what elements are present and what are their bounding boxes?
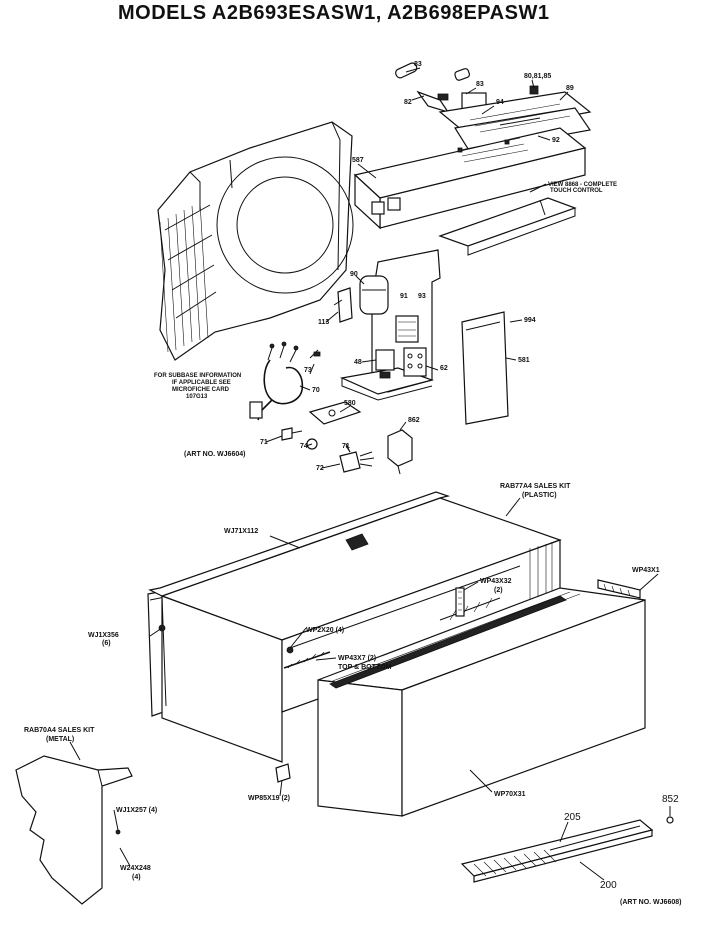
sleeve-leaders	[69, 497, 671, 881]
label-wp70x31: WP70X31	[494, 791, 526, 798]
label-wj71x112: WJ71X112	[224, 528, 258, 535]
art-number-1: (ART NO. WJ6604)	[184, 451, 245, 458]
callout-92: 92	[552, 137, 560, 144]
art-number-2: (ART NO. WJ6608)	[620, 899, 681, 906]
callout-70: 70	[312, 387, 320, 394]
label-w24x248-qty: (4)	[132, 874, 141, 881]
touch-control-panel	[438, 91, 592, 153]
electrical-plate	[339, 249, 441, 401]
label-wp43x32-qty: (2)	[494, 587, 503, 594]
clip	[275, 763, 291, 783]
callout-994: 994	[524, 317, 536, 324]
metal-sales-kit	[15, 755, 133, 905]
fan-shroud	[157, 121, 354, 361]
callout-48: 48	[354, 359, 362, 366]
callout-89: 89	[566, 85, 574, 92]
control-box	[353, 127, 587, 230]
callout-80: 80,81,85	[524, 73, 551, 80]
label-wj1x257: WJ1X257 (4)	[116, 807, 157, 814]
label-wp43x32: WP43X32	[480, 578, 512, 585]
label-wj1x356-qty: (6)	[102, 640, 111, 647]
diagram-title: MODELS A2B693ESASW1, A2B698EPASW1	[118, 2, 550, 24]
cover-panel	[461, 311, 509, 425]
callout-93: 93	[418, 293, 426, 300]
callout-view-b: TOUCH CONTROL	[550, 188, 603, 194]
callout-200: 200	[600, 880, 617, 891]
label-rab70a4-sub: (METAL)	[46, 736, 74, 743]
label-rab70a4: RAB70A4 SALES KIT	[24, 727, 95, 734]
callout-113: 113	[318, 319, 329, 326]
label-wp2x20: WP2X20 (4)	[306, 627, 344, 634]
label-rab77a4: RAB77A4 SALES KIT	[500, 483, 571, 490]
mounting-bracket	[438, 197, 577, 256]
upper-labels: 83 82 83 80,81,85 89 94 92 587 VIEW 8868…	[154, 61, 617, 472]
callout-62: 62	[440, 365, 448, 372]
callout-587: 587	[352, 157, 364, 164]
callout-580: 580	[344, 400, 356, 407]
label-wp43x1: WP43X1	[632, 567, 660, 574]
power-cord	[249, 341, 321, 421]
label-rab77a4-sub: (PLASTIC)	[522, 492, 557, 499]
front-grille	[317, 587, 646, 817]
label-wp43x7: WP43X7 (2)	[338, 655, 376, 662]
capacitor	[359, 275, 389, 315]
callout-view: VIEW 8868 - COMPLETE	[548, 182, 617, 188]
callout-852: 852	[662, 794, 679, 805]
sleeve-labels: RAB77A4 SALES KIT (PLASTIC) WJ71X112 WJ1…	[24, 483, 681, 906]
callout-581: 581	[518, 357, 530, 364]
capacitor-strap	[333, 287, 353, 323]
note-subbase-1: FOR SUBBASE INFORMATION	[154, 373, 241, 379]
callout-205: 205	[564, 812, 581, 823]
callout-82: 82	[404, 99, 412, 106]
note-subbase-4: 107G13	[186, 394, 208, 400]
label-top-bottom: TOP & BOTTOM	[338, 664, 391, 671]
callout-73: 73	[304, 367, 312, 374]
control-knobs	[395, 62, 539, 114]
callout-83b: 83	[476, 81, 484, 88]
note-subbase-2: IF APPLICABLE SEE	[172, 380, 231, 386]
label-wp85x19: WP85X19 (2)	[248, 795, 290, 802]
note-subbase-3: MICROFICHE CARD	[172, 387, 230, 393]
callout-862: 862	[408, 417, 420, 424]
callout-83a: 83	[414, 61, 422, 68]
callout-91: 91	[400, 293, 408, 300]
small-parts	[281, 401, 413, 475]
label-wj1x356: WJ1X356	[88, 632, 119, 639]
callout-94: 94	[496, 99, 504, 106]
callout-90: 90	[350, 271, 358, 278]
callout-72: 72	[316, 465, 324, 472]
label-w24x248: W24X248	[120, 865, 151, 872]
callout-74: 74	[300, 443, 308, 450]
upper-leaders	[265, 67, 569, 469]
filter-insert	[460, 816, 674, 883]
side-strip	[597, 579, 641, 599]
callout-71a: 71	[260, 439, 268, 446]
